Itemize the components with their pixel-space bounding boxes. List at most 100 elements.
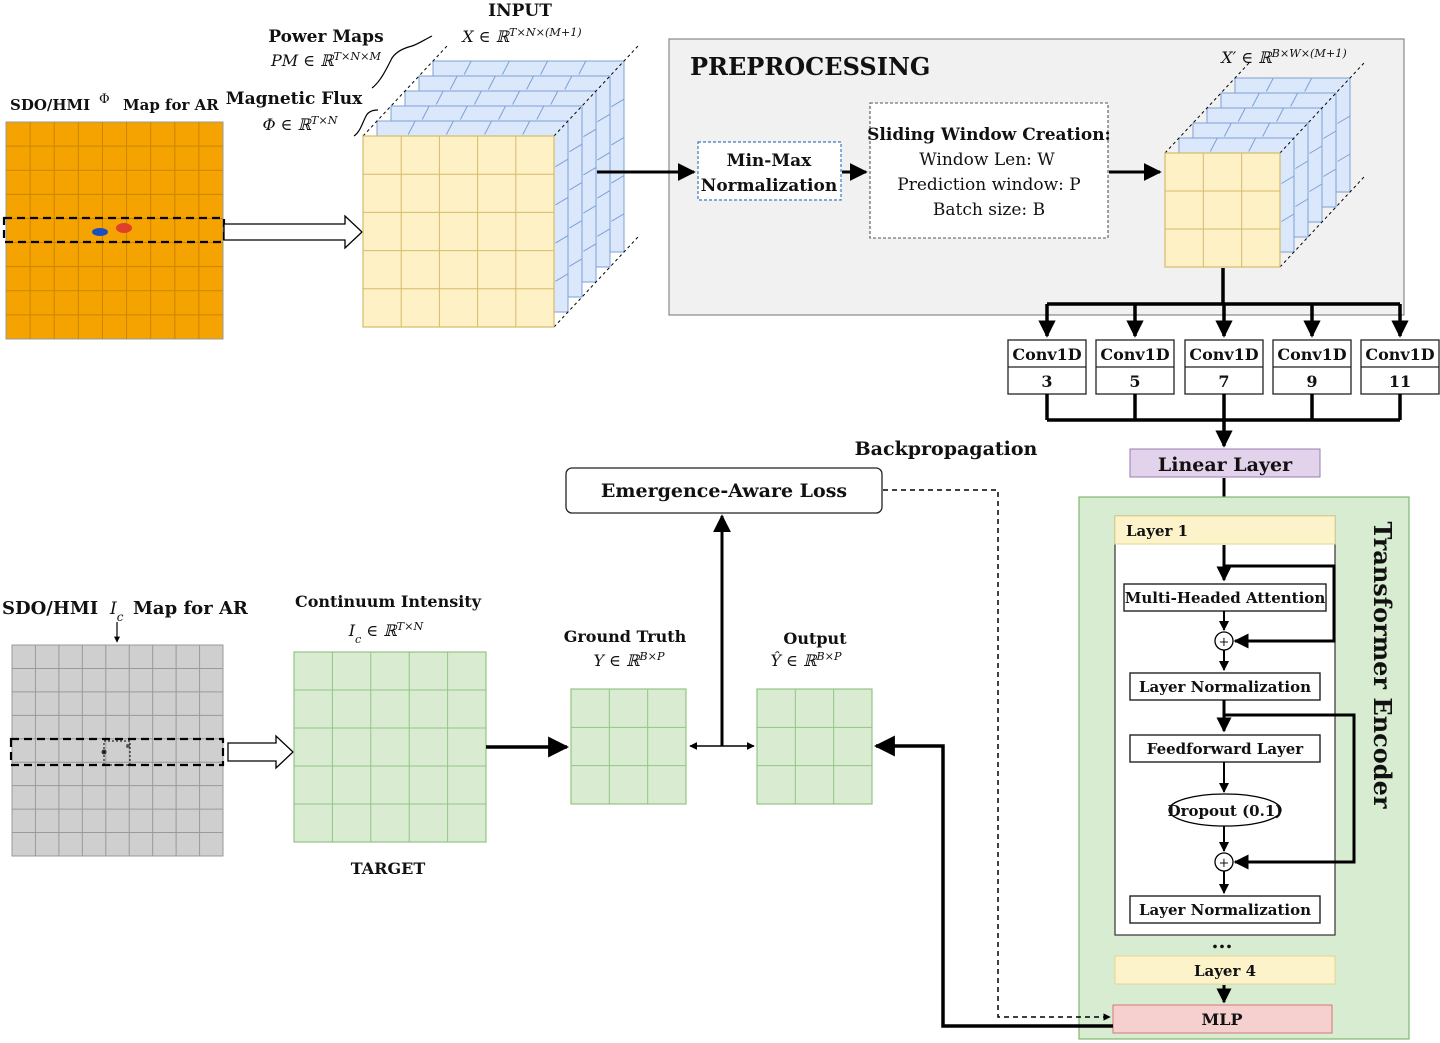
magnetic-flux-brace <box>353 109 379 137</box>
sdo-phi-map-grid <box>6 122 223 339</box>
cube-edge <box>553 236 639 328</box>
sdo-ic-header: SDO/HMI Ic​ Map for AR <box>2 598 249 643</box>
backprop-dashed-arrow <box>883 489 1111 1021</box>
sdo-phi-map-background <box>5 121 224 340</box>
cube-brick-line <box>583 243 597 252</box>
cube-brick-line <box>487 75 496 90</box>
cube-brick-line <box>1237 107 1246 122</box>
minmax-line1: Min-Max <box>727 151 813 171</box>
sdo-phi-header: SDO/HMI Φ Map for AR <box>10 92 219 114</box>
cube-edge <box>1164 62 1250 154</box>
add-node-1-symbol: + <box>1219 635 1230 650</box>
residual-1-line <box>1224 564 1336 649</box>
cube-brick-line <box>1223 122 1232 137</box>
layer-norm-2-box <box>1129 895 1321 924</box>
cube-brick-line <box>435 90 444 105</box>
sdo-ic-title: SDO/HMI <box>2 598 98 619</box>
continuum-intensity-label: Continuum Intensity <box>295 592 482 611</box>
linear-layer-label: Linear Layer <box>1158 454 1293 476</box>
xprime-math: X′ ∈ ℝB×W×(M+1)​ <box>1219 47 1347 68</box>
sdo-ic-map <box>9 644 225 857</box>
cube-brick-line <box>1337 153 1351 162</box>
conv1d-kernel-size: 7 <box>1218 372 1229 391</box>
cube-brick-line <box>569 143 583 153</box>
conv1d-label: Conv1D <box>1277 345 1346 364</box>
gt-grid-frame <box>570 688 687 805</box>
ground-truth-label: Ground Truth <box>564 627 687 646</box>
batch-size-text: Batch size: B <box>933 200 1045 220</box>
layer1-header <box>1114 515 1336 545</box>
cube-brick-line <box>536 105 545 120</box>
magnetic-flux-math: Φ ∈ ℝT×N​ <box>262 114 338 135</box>
target-grid-frame <box>293 651 487 843</box>
layer4-box <box>1114 955 1336 985</box>
cube-brick-line <box>550 90 559 105</box>
phi-to-input-arrow <box>223 214 363 250</box>
conv1d-kernel-size: 11 <box>1389 372 1411 391</box>
residual-2-line <box>1224 713 1356 870</box>
layers-ellipsis: ... <box>1212 929 1233 953</box>
layer1-label: Layer 1 <box>1126 522 1188 540</box>
output-grid <box>756 688 873 805</box>
layer4-label: Layer 4 <box>1194 962 1256 980</box>
ground-truth-grid <box>570 688 687 805</box>
cube-brick-line <box>463 60 472 75</box>
power-maps-label: Power Maps <box>268 27 383 47</box>
emergence-loss-box <box>565 467 883 514</box>
sdo-phi-selection-strip <box>2 216 226 244</box>
sdo-phi-symbol: Φ <box>99 92 110 107</box>
cube-brick-line <box>526 75 535 90</box>
cube-brick-line <box>1281 213 1295 222</box>
mlp-label: MLP <box>1202 1010 1243 1029</box>
cube-brick-line <box>569 181 583 191</box>
sdo-ic-suffix: Map for AR <box>133 598 249 619</box>
cube-brick-line <box>597 151 611 161</box>
window-len-text: Window Len: W <box>919 150 1055 170</box>
cube-brick-line <box>512 90 521 105</box>
cube-brick-line <box>583 205 597 214</box>
cube-brick-line <box>1309 145 1323 154</box>
power-maps-brace <box>371 35 433 89</box>
cube-brick-line <box>597 190 611 199</box>
input-cube <box>362 45 639 328</box>
sdo-ic-symbol: Ic​ <box>109 599 124 624</box>
conv1d-kernel-size: 9 <box>1306 372 1317 391</box>
cube-brick-line <box>583 128 597 138</box>
cube-brick-line <box>555 273 569 282</box>
cube-edge <box>1279 176 1365 268</box>
input-header: Power Maps PM ∈ ℝT×N×M​ INPUT X ∈ ℝT×N×(… <box>226 1 582 137</box>
conv1d-label: Conv1D <box>1100 345 1169 364</box>
sdo-phi-suffix: Map for AR <box>123 96 219 114</box>
mlp-box <box>1112 1004 1333 1034</box>
mlp-to-output-arrow <box>873 735 1113 1028</box>
prediction-window-text: Prediction window: P <box>897 175 1081 195</box>
ic-to-target-arrow <box>227 734 294 770</box>
conv1d-kernel-size: 3 <box>1041 372 1052 391</box>
input-label: INPUT <box>488 1 552 21</box>
cube-brick-line <box>611 213 625 222</box>
cube-brick-line <box>1323 168 1337 177</box>
feedforward-box <box>1129 734 1321 763</box>
negative-polarity-spot <box>92 228 108 236</box>
transformer-encoder-title: Transformer Encoder <box>1368 522 1397 809</box>
sliding-window-frame <box>869 102 1109 239</box>
magnetic-flux-label: Magnetic Flux <box>226 89 363 109</box>
feedforward-label: Feedforward Layer <box>1147 740 1305 758</box>
cube-brick-line <box>1265 77 1274 92</box>
gt-math: Y ∈ ℝB×P​ <box>594 650 665 671</box>
layer-norm-1-label: Layer Normalization <box>1139 678 1311 696</box>
cube-brick-line <box>501 60 510 75</box>
sunspot-region-box <box>103 740 131 766</box>
cube-front-face <box>1164 152 1281 268</box>
cube-brick-line <box>1276 107 1285 122</box>
linear-layer-box <box>1129 448 1321 478</box>
cube-brick-line <box>407 120 416 135</box>
sdo-phi-title: SDO/HMI <box>10 96 90 114</box>
cube-brick-line <box>569 258 583 267</box>
sdo-ic-map-background <box>11 644 224 857</box>
cube-brick-line <box>498 105 507 120</box>
cube-brick-line <box>484 120 493 135</box>
backpropagation-label: Backpropagation <box>855 438 1038 460</box>
